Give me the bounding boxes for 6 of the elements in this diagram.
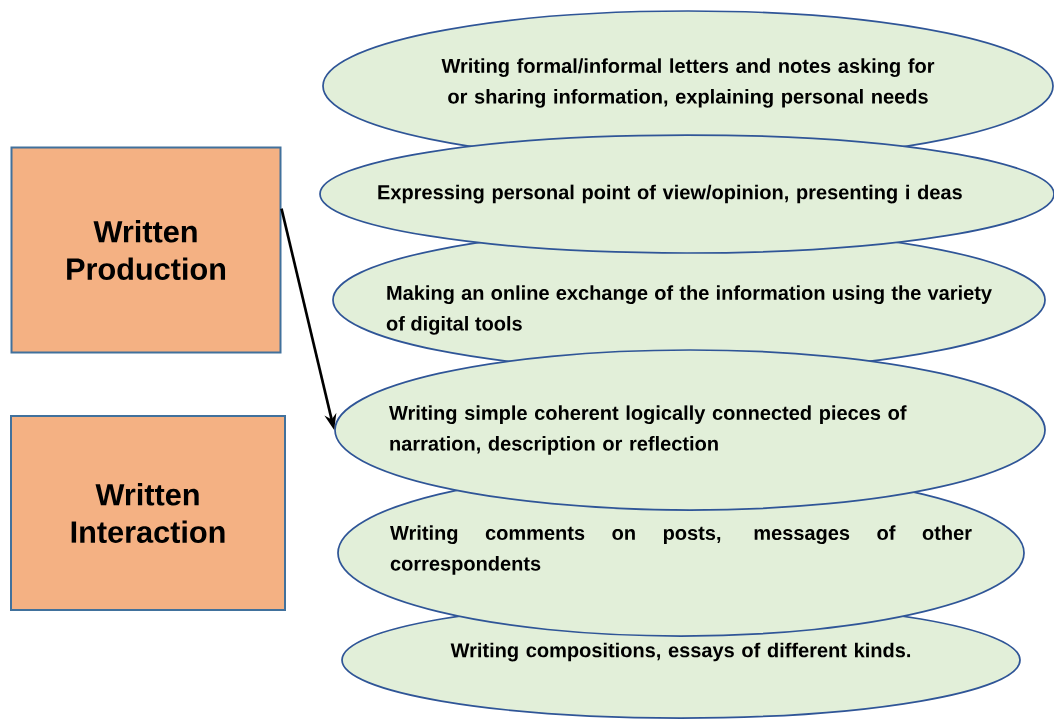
node-label: Making an online exchange of the information using the variety of digital tools [386, 285, 992, 335]
node-label: Writing compositions, essays of different kinds. [450, 642, 911, 662]
node-label: Writing formal/informal letters and notes asking for or sharing information, explaining personal needs [441, 58, 935, 108]
node-label: Writing simple coherent logically connected pieces of narration, description or reflection [389, 405, 907, 455]
category-box: Written Interaction [10, 415, 286, 611]
category-box: Written Production [10, 146, 282, 354]
